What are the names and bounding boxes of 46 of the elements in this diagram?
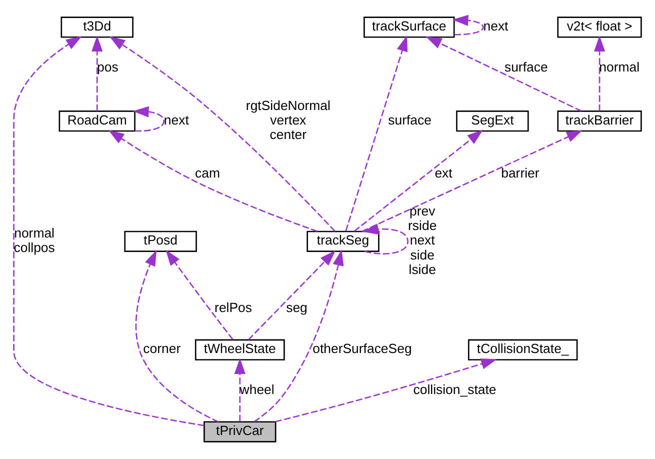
node-box: trackBarrier [557,110,642,132]
node-box: trackSeg [306,230,380,252]
node-box: tCollisionState_ [468,339,578,360]
arrow [132,106,165,132]
node-box: v2t< float > [557,16,642,38]
arrow [234,358,246,422]
edge-label: rgtSideNormal vertex center [246,98,330,142]
arrow [92,36,103,111]
arrow [254,250,344,422]
edge-label: otherSurfaceSeg [312,341,412,356]
edge-label: normal [599,60,640,74]
arrow [248,250,336,340]
edge-label: ext [434,165,452,180]
edge-label: prev rside next side lside [408,204,437,277]
arrow [362,224,408,254]
node-box: SegExt [456,110,529,132]
node-box: tWheelState [194,339,285,360]
arrow [108,130,318,232]
arrow [354,130,484,232]
arrow [452,14,484,36]
edge-label: next [164,112,189,128]
node-box: RoadCam [58,110,136,132]
arrow [166,250,234,340]
arrow [362,130,582,232]
edge-label: corner [143,341,181,356]
edge-label: seg [286,300,308,316]
node-box: t3Dd [60,16,134,38]
edge-label: barrier [501,165,540,180]
arrow [135,250,219,422]
arrow [109,36,336,232]
arrow [275,358,497,422]
edge-label: cam [195,165,220,180]
edge-label: pos [97,60,118,74]
arrow [13,36,204,426]
edge-label: next [483,18,508,34]
edge-label: collision_state [413,382,496,398]
arrow [594,36,606,111]
arrow [345,35,408,232]
edge-label: normal collpos [14,225,55,255]
edge-label: surface [504,60,548,74]
node-box: tPrivCar [204,421,276,442]
arrow [426,36,582,112]
node-box: tPosd [124,230,197,252]
edge-label: surface [388,112,432,128]
node-box: trackSurface [364,16,455,38]
edge-label: relPos [214,300,252,316]
